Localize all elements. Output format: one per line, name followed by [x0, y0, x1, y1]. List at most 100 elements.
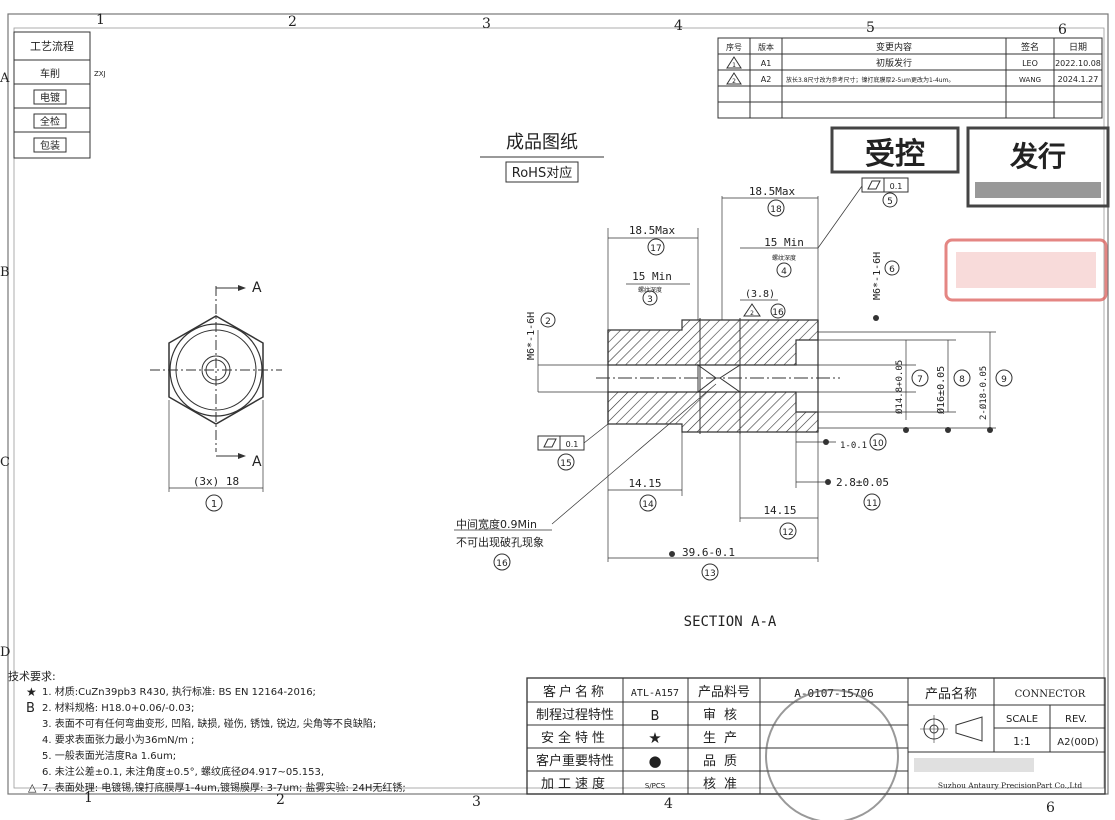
process-note: ZXJ	[94, 70, 106, 78]
quality-label: 品质	[703, 754, 745, 769]
b-marker: B	[26, 701, 35, 716]
triangle-marker-icon: △	[28, 781, 37, 794]
dot-icon: ●	[648, 752, 661, 770]
review-label: 审核	[703, 708, 745, 723]
rev-ver: A1	[761, 59, 772, 68]
balloon: 9	[1001, 375, 1007, 385]
col-number: 4	[674, 18, 683, 34]
section-label: SECTION A-A	[684, 614, 777, 630]
star-icon: ★	[648, 729, 661, 747]
row-letter: D	[0, 645, 10, 660]
front-dim: (3x) 18	[193, 475, 239, 488]
title-block: 客户名称 ATL-A157 产品料号 A-0107-15706 产品名称 CON…	[526, 677, 1106, 820]
rev-header: 签名	[1021, 41, 1039, 53]
row-letter: B	[0, 265, 10, 280]
rev-ver: A2	[761, 75, 772, 84]
tech-item: 7. 表面处理: 电镀锡,镍打底膜厚1-4um,镀锡膜厚: 3-7um; 盐雾实…	[42, 781, 406, 794]
balloon: 3	[647, 295, 653, 305]
dim-14: 14.15	[628, 477, 661, 490]
dim-17: 18.5Max	[629, 224, 676, 237]
col-number: 2	[276, 792, 285, 808]
section-marker: A	[252, 280, 262, 296]
balloon: 4	[781, 267, 787, 277]
rev-change: 初版发行	[876, 57, 912, 69]
col-number: 3	[472, 794, 481, 810]
controlled-stamp: 受控	[830, 126, 960, 174]
speed-label: 加工速度	[541, 776, 609, 792]
note-16-line2: 不可出现破孔现象	[456, 535, 544, 549]
balloon: 7	[917, 375, 923, 385]
customer-value: ATL-A157	[631, 688, 679, 699]
approve-label: 核准	[703, 777, 745, 792]
balloon: 16	[496, 559, 508, 569]
balloon: 13	[704, 569, 715, 579]
rev-date: 2024.1.27	[1058, 75, 1099, 84]
rev-no: 2	[732, 78, 736, 85]
flatness-icon	[867, 180, 881, 190]
process-char-value: B	[651, 709, 660, 724]
balloon: 14	[642, 500, 654, 510]
stamp-text: 发行	[1009, 140, 1066, 173]
col-number: 3	[482, 16, 491, 32]
col-number: 6	[1046, 800, 1055, 816]
dim-3: 15 Min	[632, 270, 672, 283]
dim-3-sub: 螺纹深度	[638, 286, 662, 294]
rev-sign: WANG	[1019, 76, 1041, 84]
col-number: 1	[96, 12, 105, 28]
balloon: 12	[782, 528, 793, 538]
dim-12: 14.15	[763, 504, 796, 517]
dim-11: 2.8±0.05	[836, 476, 889, 489]
flatness-value: 0.1	[566, 440, 579, 449]
row-letter: C	[0, 455, 10, 470]
column-numbers-top: 1 2 3 4 5 6	[96, 12, 1067, 38]
red-stamp	[944, 238, 1108, 302]
drawing-title: 成品图纸	[506, 132, 578, 153]
balloon: 6	[889, 265, 895, 275]
flatness-value: 0.1	[890, 182, 903, 191]
balloon: 11	[866, 499, 877, 509]
thread-right: M6*-1-6H	[872, 252, 883, 300]
balloon: 10	[872, 439, 884, 449]
round-stamp	[765, 689, 899, 820]
tech-requirements: 技术要求: ★ 1. 材质:CuZn39pb3 R430, 执行标准: BS E…	[8, 670, 406, 794]
section-view: 18.5Max 17 18.5Max 18 15 Min 螺纹深度 3 15 M…	[454, 177, 1013, 581]
process-step: 车削	[40, 67, 60, 80]
balloon: 17	[650, 244, 661, 254]
process-step: 电镀	[40, 91, 60, 104]
dim-4-sub: 螺纹深度	[772, 254, 796, 262]
rev-triangle-icon	[726, 72, 742, 85]
col-number: 5	[866, 20, 875, 36]
scale-label: SCALE	[1006, 714, 1038, 725]
speed-value: S/PCS	[645, 782, 666, 790]
rev-header: 版本	[758, 42, 774, 52]
balloon: 5	[887, 197, 893, 207]
section-marker: A	[252, 454, 262, 470]
tech-item: 5. 一般表面光洁度Ra 1.6um;	[42, 749, 176, 762]
rev-label: REV.	[1065, 714, 1087, 725]
stamp-text: 受控	[865, 137, 925, 172]
col-number: 2	[288, 14, 297, 30]
dim-13: 39.6-0.1	[682, 546, 735, 559]
process-char-label: 制程过程特性	[536, 708, 614, 723]
rev-date: 2022.10.08	[1055, 59, 1101, 68]
rev-no: 1	[732, 62, 736, 69]
process-step: 全检	[40, 115, 60, 128]
part-name-value: CONNECTOR	[1015, 689, 1086, 700]
thread-left: M6*-1-6H	[526, 312, 537, 360]
col-number: 6	[1058, 22, 1067, 38]
balloon: 18	[770, 205, 782, 215]
inner-frame	[13, 27, 1105, 789]
rev-value: A2(00D)	[1057, 737, 1099, 748]
tech-item: 6. 未注公差±0.1, 未注角度±0.5°, 螺纹底径Ø4.917~05.15…	[42, 765, 324, 778]
column-numbers-bottom: 1 2 3 4 6	[84, 790, 1055, 816]
company-name: Suzhou Antaury PrecisionPart Co.,Ltd	[938, 781, 1083, 790]
flatness-icon	[543, 438, 557, 448]
triangle-num: 2	[750, 310, 754, 317]
col-number: 1	[84, 790, 93, 806]
tech-item: 3. 表面不可有任何弯曲变形, 凹陷, 缺损, 碰伤, 锈蚀, 锐边, 尖角等不…	[42, 717, 376, 730]
revision-table: 序号 版本 变更内容 签名 日期 1 A1 初版发行 LEO 2022.10.0…	[717, 37, 1103, 119]
process-flow-box: 工艺流程 车削 电镀 全检 包装 ZXJ	[13, 31, 106, 159]
balloon: 2	[545, 317, 551, 327]
part-no-label: 产品料号	[698, 685, 750, 700]
